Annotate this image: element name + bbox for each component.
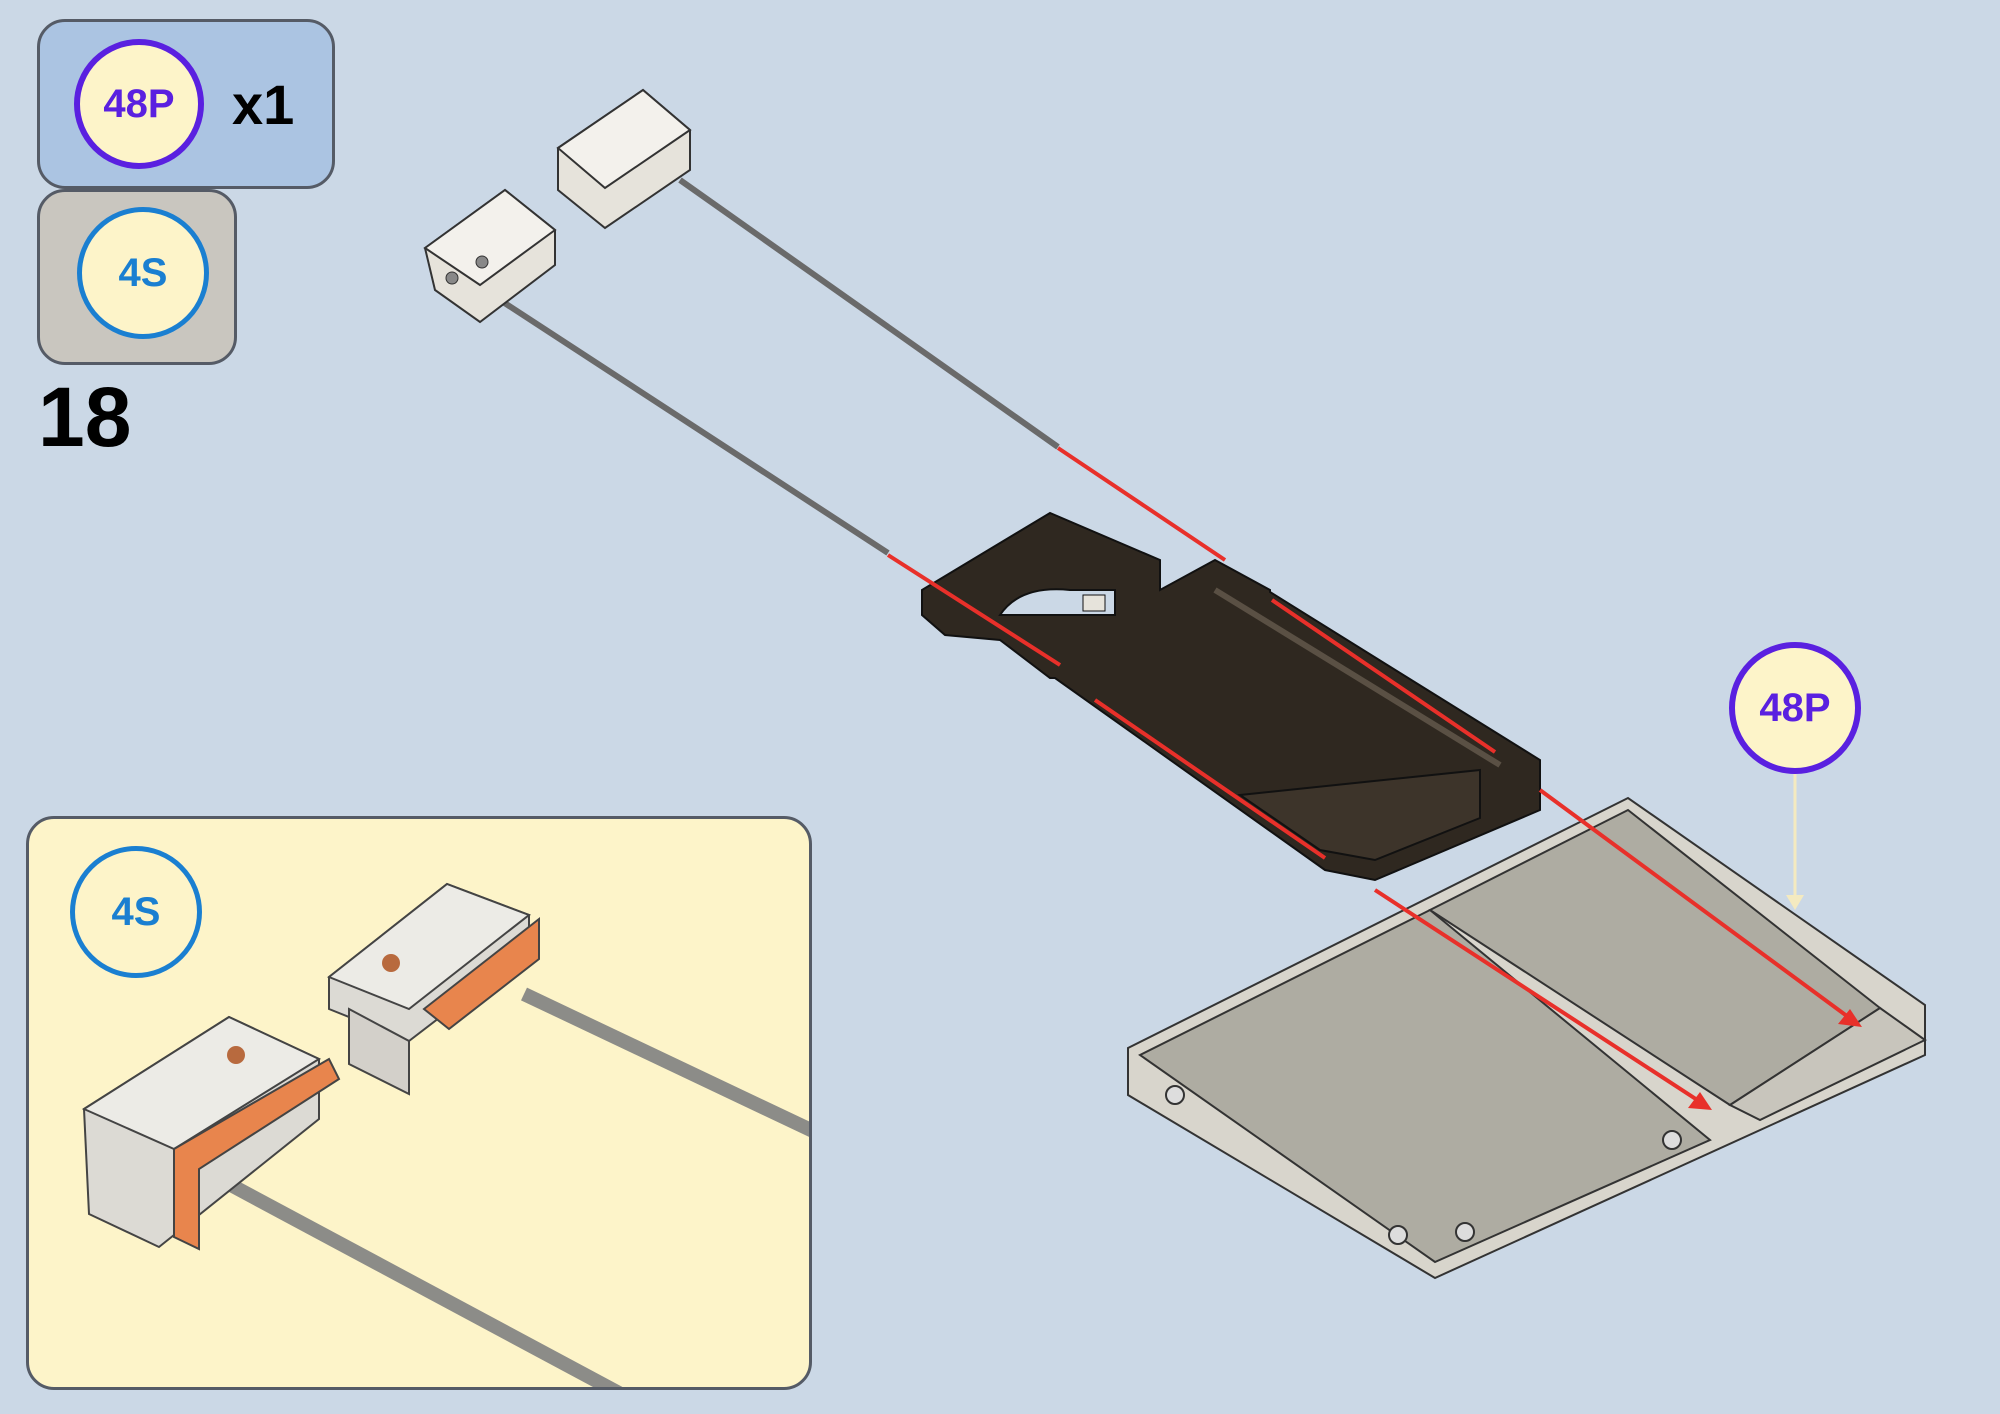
carriage-part [922,513,1540,880]
rod-upper [680,180,1058,447]
detail-rod-front [229,1184,619,1390]
detail-rod-back [524,994,812,1132]
detail-screw-code: 4S [112,890,161,935]
rod-assembly-upper [558,90,1058,447]
base-tray [1128,798,1925,1278]
rod-lower [500,300,888,553]
callout-part-code: 48P [1759,686,1830,731]
callout-part-badge: 48P [1729,642,1861,774]
rod-assembly-lower [425,190,888,553]
detail-screw-badge: 4S [70,846,202,978]
detail-panel: 4S [26,816,812,1390]
